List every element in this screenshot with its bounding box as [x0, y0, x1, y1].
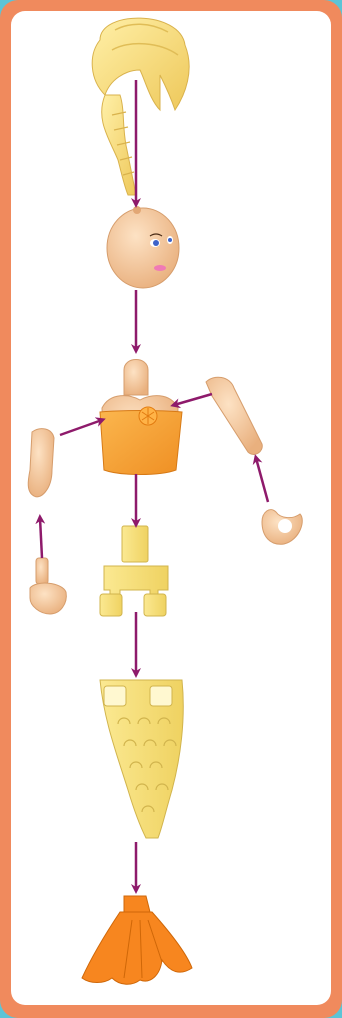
panel-background [11, 11, 331, 1005]
